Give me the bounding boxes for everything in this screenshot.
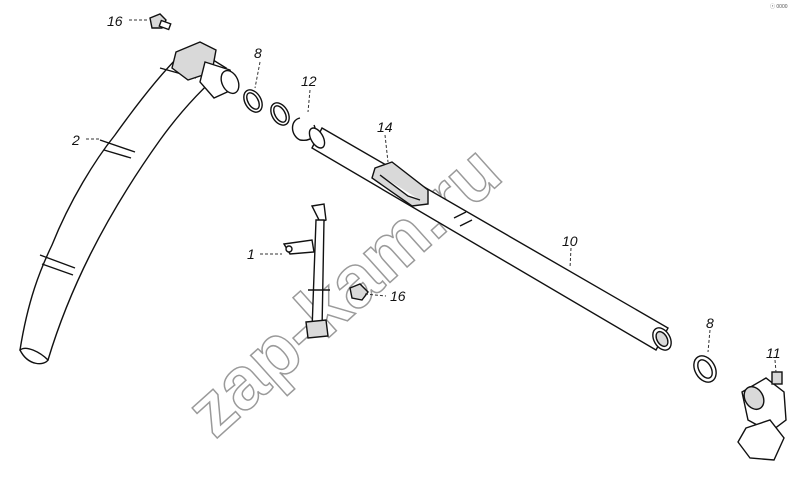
leader-11 xyxy=(774,359,777,373)
leader-10 xyxy=(569,247,572,269)
callout-12: 12 xyxy=(301,73,317,89)
hose-clamp-band xyxy=(99,139,136,153)
callout-8-top: 8 xyxy=(254,45,262,61)
bolt-part-16-top xyxy=(149,13,172,31)
corner-mark: ⓡ 0000 xyxy=(770,3,788,10)
leader-8-bottom xyxy=(707,329,711,353)
callout-1: 1 xyxy=(247,246,255,262)
callout-16-mid: 16 xyxy=(390,288,406,304)
leader-8-top xyxy=(254,61,261,89)
callout-2: 2 xyxy=(71,132,80,148)
o-ring-part-8-bottom xyxy=(693,355,717,383)
callout-8-bottom: 8 xyxy=(706,315,714,331)
leader-12 xyxy=(307,89,311,113)
watermark-text: zap-kam.ru xyxy=(170,129,516,452)
pipe-part-1 xyxy=(282,203,330,339)
fitting-part-11 xyxy=(737,371,787,461)
callout-10: 10 xyxy=(562,233,578,249)
callout-16-top: 16 xyxy=(107,13,123,29)
bolt-part-16-mid xyxy=(349,283,369,301)
leader-16-mid xyxy=(364,293,387,297)
callout-14: 14 xyxy=(377,119,393,135)
o-ring-part-8-top xyxy=(243,89,290,126)
bracket-part-14 xyxy=(371,161,429,207)
callout-11: 11 xyxy=(766,345,781,361)
hose-part-2 xyxy=(19,41,240,365)
leader-14 xyxy=(384,134,389,163)
